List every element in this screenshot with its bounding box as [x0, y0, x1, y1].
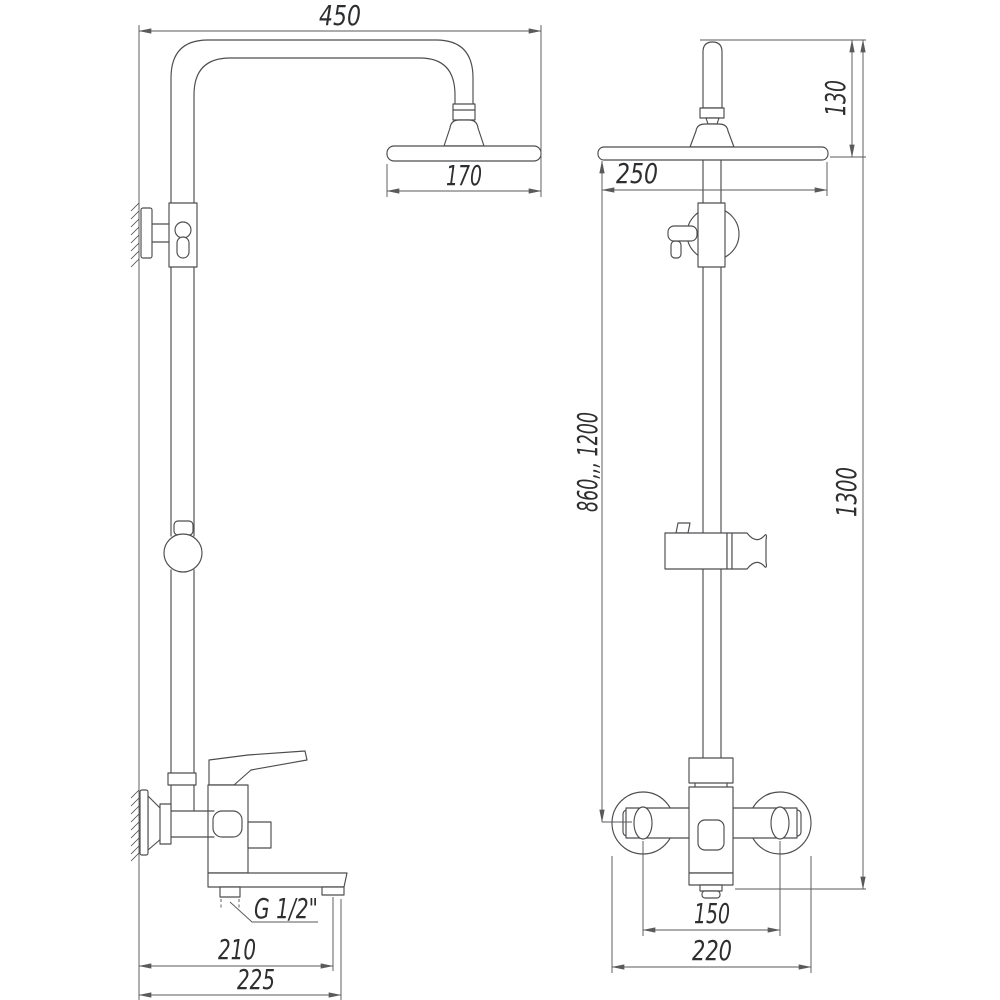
eccentric-left [633, 806, 653, 840]
wall-hatch-bottom [130, 789, 140, 862]
dim-130: 130 [700, 39, 866, 158]
bracket-arm [151, 223, 170, 243]
holder-ring [726, 532, 733, 570]
overhead-shower-front [597, 146, 829, 161]
wall-hatch-top [130, 202, 140, 268]
shower-arm [170, 39, 474, 204]
dim-thread: G 1/2" [220, 892, 318, 925]
dim-225-label: 225 [237, 963, 275, 996]
tub-spout [207, 872, 348, 888]
inlet-connector-lines [170, 810, 215, 838]
bracket-wall-plate [140, 207, 153, 259]
thread-label: G 1/2" [254, 892, 318, 925]
head-mount-side [443, 119, 485, 147]
dim-220-label: 220 [692, 934, 732, 967]
dim-220: 220 [611, 856, 812, 973]
mixer-side [139, 750, 348, 898]
eccentric-right [770, 806, 790, 840]
mixer-body-front [688, 786, 734, 874]
dim-170-label: 170 [446, 159, 482, 192]
spout-end-cap [321, 886, 345, 896]
dim-450: 450 [138, 0, 542, 197]
side-view-dimensions: 450 170 G 1/2" 210 225 [138, 0, 542, 1000]
wall-bracket-side [140, 202, 198, 268]
mixer-top-block [688, 757, 734, 784]
mixer-outlet [699, 884, 723, 892]
riser-pipe-front [702, 159, 722, 759]
arm-taper-front [705, 117, 720, 125]
dim-860-1200-label: 860,,, 1200 [571, 412, 604, 512]
dim-150-label: 150 [694, 897, 730, 930]
front-view-dimensions: 250 860,,, 1200 130 1300 150 220 [571, 39, 866, 973]
dim-210: 210 [138, 897, 334, 971]
dim-150-extensions [642, 841, 781, 936]
thread-extension-lines [220, 899, 240, 909]
dim-130-label: 130 [819, 80, 852, 116]
head-mount-front [689, 123, 735, 148]
holder-tab [675, 522, 691, 534]
dim-1300-label: 1300 [830, 467, 863, 517]
slider-tab [173, 520, 194, 536]
dim-250: 250 [601, 157, 828, 196]
dim-220-extensions [611, 856, 812, 973]
dim-250-label: 250 [616, 157, 658, 190]
diverter-lever-handle [670, 240, 682, 259]
pipe-collar-side [167, 772, 197, 786]
arm-nut [452, 103, 476, 121]
hose-outlet-fitting [219, 886, 241, 898]
side-view [130, 25, 542, 1000]
diverter-block [697, 202, 726, 268]
mixer-face-plate [697, 819, 725, 851]
arm-front [702, 41, 723, 109]
diverter-valve-front [667, 202, 740, 268]
dim-210-label: 210 [218, 933, 256, 966]
dim-860-1200: 860,,, 1200 [571, 160, 632, 823]
mixer-lever-side [208, 750, 308, 786]
bracket-keyhole-slot [176, 236, 190, 259]
diverter-pull-side [247, 821, 272, 849]
arm-nut-front [699, 107, 725, 119]
dim-150: 150 [642, 841, 781, 936]
riser-pipe-side [170, 266, 195, 812]
holder-body [664, 532, 728, 570]
mixer-outlet-cap [701, 890, 721, 899]
mixer-neck-lines [694, 782, 728, 788]
escutcheon-nut [159, 803, 172, 845]
dim-170: 170 [386, 159, 542, 197]
escutcheon-plate [139, 789, 149, 856]
mixer-bottom-flange [688, 872, 734, 886]
slider-ball [163, 533, 203, 573]
dim-1300: 1300 [735, 39, 866, 890]
dim-225: 225 [138, 899, 342, 1000]
holder-grip [731, 532, 767, 570]
handset-holder-front [664, 522, 767, 570]
front-view [597, 41, 829, 899]
inlet-connector-end [212, 810, 243, 838]
diverter-lever-knob [667, 225, 698, 242]
dim-450-label: 450 [319, 0, 361, 32]
slider-knob-side [163, 520, 203, 573]
mixer-front [611, 757, 812, 899]
thread-leader [229, 901, 318, 923]
bracket-keyhole-circle [174, 221, 192, 239]
